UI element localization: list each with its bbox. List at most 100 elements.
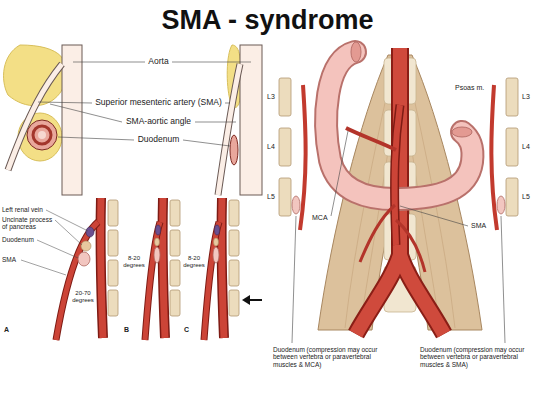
left-renal-vein <box>86 227 94 237</box>
left-renal-vein <box>215 225 220 235</box>
leader-line <box>46 210 88 231</box>
arrow-head <box>242 295 250 305</box>
leader-line <box>292 216 296 343</box>
duodenum-compressed <box>154 247 160 263</box>
vertebra <box>108 290 118 316</box>
part-label: Uncinate process of pancreas <box>2 216 56 231</box>
duodenum-compressed <box>230 135 238 165</box>
sagittal-normal <box>4 45 82 195</box>
sma-vessel <box>56 222 98 340</box>
vertebra <box>279 78 291 116</box>
sma-vessel <box>8 64 62 170</box>
angle-label: 8-20 degrees <box>122 255 146 269</box>
branch-vessel <box>360 205 395 262</box>
vertebra <box>229 260 239 286</box>
leader-line <box>195 122 236 123</box>
uncinate-process <box>214 238 219 246</box>
aorta <box>101 198 103 338</box>
aorta <box>222 198 224 338</box>
vertebra-label: L5 <box>522 193 530 201</box>
leader-line <box>73 62 145 63</box>
leader-line <box>37 240 78 258</box>
caption-note: Duodenum (compression may occur between … <box>420 346 530 368</box>
leader-line <box>55 220 82 245</box>
mca-vessel <box>300 85 306 230</box>
sagittal-compressed <box>218 45 262 195</box>
duodenum-cut-end <box>351 42 361 62</box>
part-label: SMA <box>2 256 16 263</box>
vertebra <box>279 128 291 166</box>
sma-vessel <box>56 222 98 340</box>
vertebra <box>506 78 518 116</box>
duodenum-lumen <box>38 131 46 139</box>
sma-vessel <box>145 222 160 340</box>
part-label: Aorta <box>148 57 168 67</box>
leader-line <box>501 216 505 343</box>
angle-label: 20-70 degrees <box>71 290 95 304</box>
panel-letter: A <box>4 326 9 334</box>
panel-letter: B <box>124 326 129 334</box>
muscle-label: Psoas m. <box>455 84 484 92</box>
vertebra <box>108 230 118 256</box>
vessel-label: MCA <box>312 214 328 222</box>
leader-line <box>225 103 230 104</box>
aorta <box>222 198 224 338</box>
vertebra <box>229 290 239 316</box>
sma-vessel <box>491 85 497 230</box>
vessel-label: SMA <box>471 222 486 230</box>
part-label: Left renal vein <box>2 206 43 213</box>
vertebra <box>108 200 118 226</box>
vertebra <box>229 230 239 256</box>
duodenum-section <box>497 196 505 214</box>
duodenum-cut-end <box>452 127 472 137</box>
caption-note: Duodenum (compression may occur between … <box>273 346 395 368</box>
leader-line <box>331 131 348 216</box>
uncinate-process <box>155 238 160 246</box>
branch-vessel <box>396 220 425 272</box>
sma-vessel <box>145 222 160 340</box>
aorta <box>62 45 82 195</box>
vertebra-label: L3 <box>522 93 530 101</box>
vertebra <box>170 230 180 256</box>
vertebra-label: L3 <box>267 93 275 101</box>
vertebra <box>229 200 239 226</box>
structures-abc <box>78 225 262 305</box>
duodenum-section <box>27 120 57 150</box>
angle-label: 8-20 degrees <box>182 255 206 269</box>
sma-vessel <box>218 64 240 195</box>
vertebra <box>506 178 518 216</box>
leader-line <box>172 62 251 63</box>
part-label: SMA-aortic angle <box>126 117 191 127</box>
vertebra <box>170 200 180 226</box>
leader-lines <box>38 62 251 146</box>
inset-right <box>491 78 518 230</box>
inset-left <box>279 78 306 230</box>
vertebra <box>108 260 118 286</box>
sma-vessel <box>204 222 219 340</box>
sma-vessel <box>8 64 62 170</box>
duodenum-section <box>292 196 300 214</box>
part-label: Duodenum <box>138 135 180 145</box>
leader-lines <box>292 131 505 343</box>
duodenum-compressed <box>213 247 219 263</box>
part-label: Superior mesenteric artery (SMA) <box>95 98 222 108</box>
aorta <box>240 45 262 195</box>
vertebra-label: L4 <box>267 143 275 151</box>
sma-vessel <box>204 222 219 340</box>
leader-line <box>183 140 230 146</box>
vessels-abc <box>56 198 224 340</box>
duodenum-section <box>78 252 90 266</box>
vertebra <box>279 178 291 216</box>
vertebra <box>170 290 180 316</box>
part-label: Duodenum <box>2 236 34 243</box>
vertebra-label: L5 <box>267 193 275 201</box>
uncinate-process <box>81 241 91 251</box>
arrow-shaft <box>249 299 262 301</box>
leader-line <box>38 102 92 103</box>
vertebra <box>170 260 180 286</box>
sma-vessel <box>218 64 240 195</box>
aorta <box>163 198 165 338</box>
leader-line <box>58 137 134 140</box>
aorta <box>101 198 103 338</box>
